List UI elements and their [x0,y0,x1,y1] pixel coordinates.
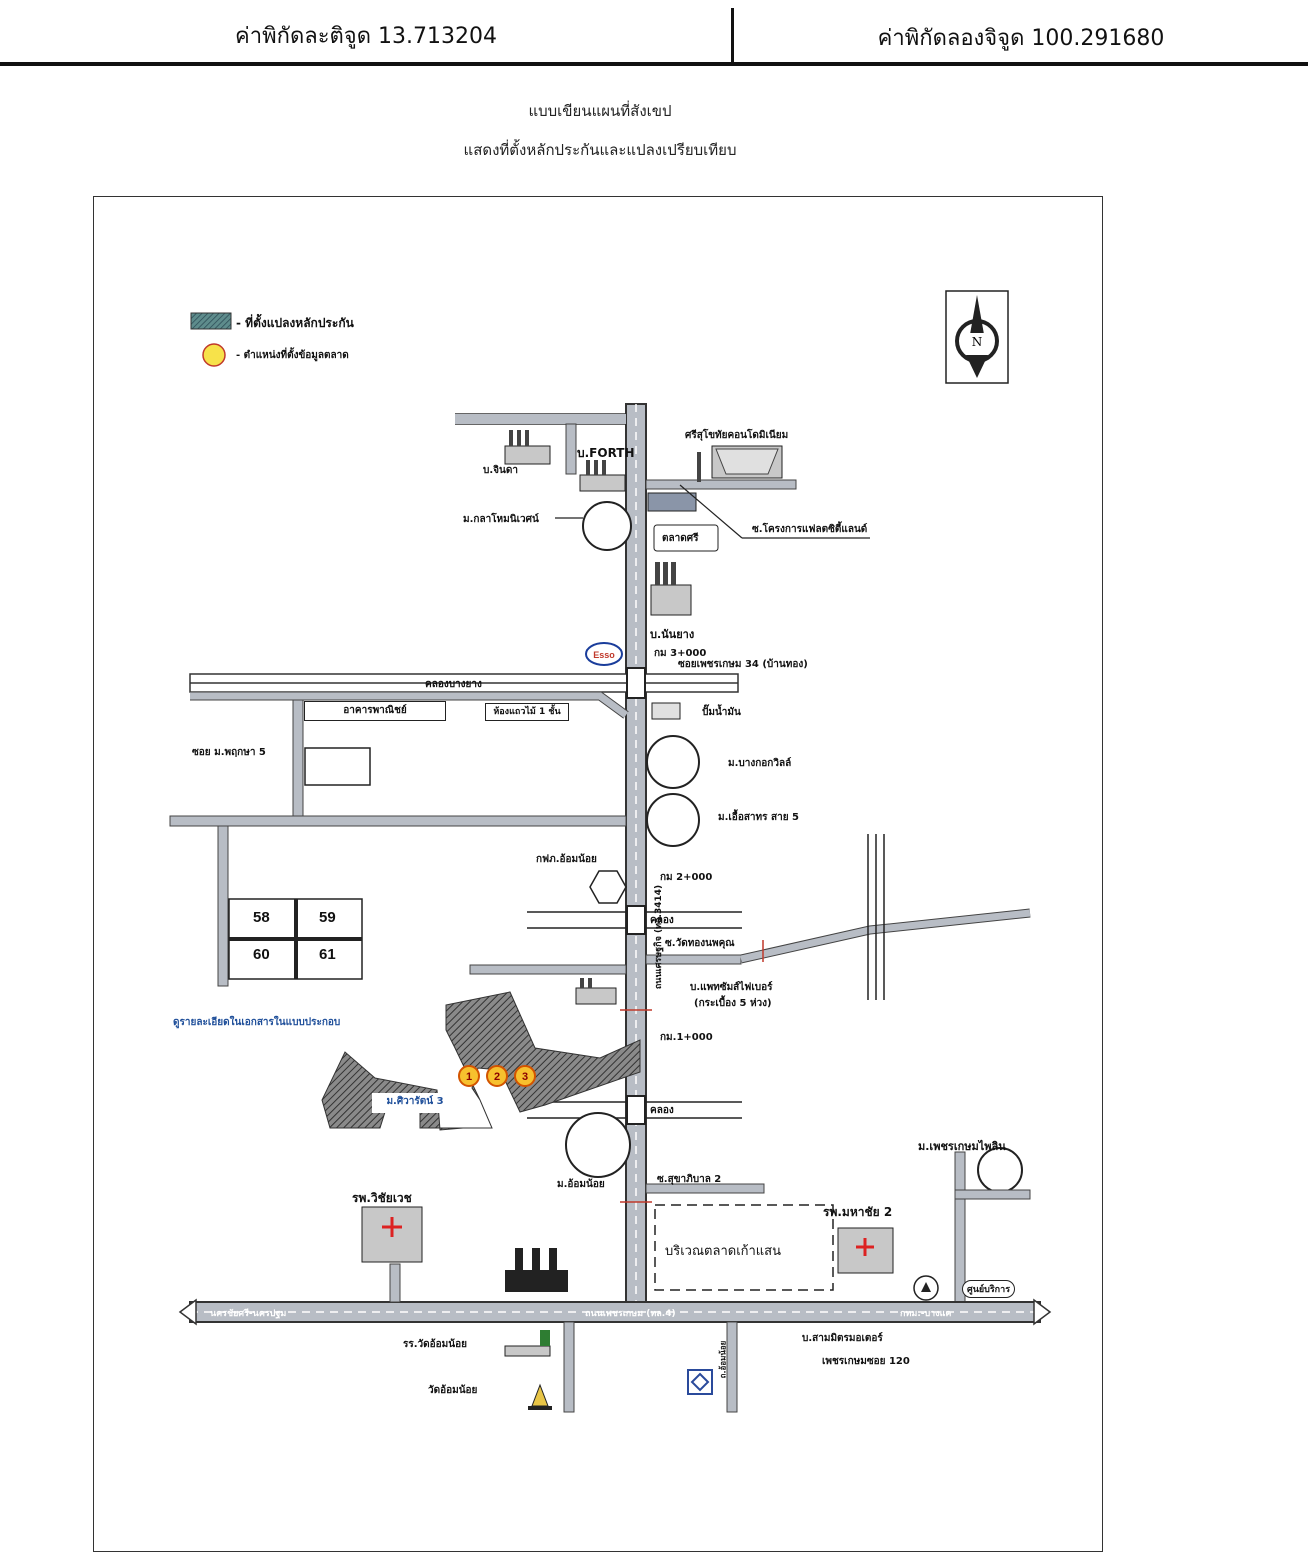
label-to-nakhon: นครชัยศรี-นครปฐม [210,1309,287,1319]
label-school: รร.วัดอ้อมน้อย [403,1339,467,1350]
label-m-omnoi: ม.อ้อมน้อย [557,1179,605,1190]
label-main-road: ถนนเศรษฐกิจ (ทล.3414) [654,884,664,990]
label-km1: กม.1+000 [660,1032,713,1043]
label-project-lane: ซ.โครงการแฟลตซิตี้แลนด์ [752,524,868,535]
label-canal-3: คลอง [650,1105,674,1116]
longitude-label: ค่าพิกัดลองจิจูด 100.291680 [877,26,1165,51]
header-rule [0,62,1308,66]
svg-text:1: 1 [466,1071,472,1083]
label-canal-bangyang: คลองบางยาง [425,679,482,690]
label-m-phetkasem: ม.เพชรเกษมไพลิน [918,1140,1006,1153]
coordinate-header: ค่าพิกัดละติจูด 13.713204 ค่าพิกัดลองจิจ… [0,0,1308,66]
legend-collateral-swatch [190,312,232,330]
label-shophouse: ห้องแถวไม้ 1 ชั้น [485,703,569,721]
label-note-detail: ดูรายละเอียดในเอกสารในแบบประกอบ [173,1017,341,1028]
label-b-sammit: บ.สามมิตรมอเตอร์ [802,1333,883,1344]
label-sri-sumet: ศรีสุโขทัยคอนโดมิเนียม [685,430,789,441]
label-m-bangkok-villa: ม.บางกอกวิลล์ [728,758,792,769]
svg-text:Esso: Esso [593,650,615,660]
header-divider [731,8,734,62]
label-phetkasem-road: ถนนเพชรเกษม (ทล.4) [585,1309,676,1319]
label-market-area: บริเวณตลาดเก้าแสน [665,1244,782,1259]
label-side-road: ถ.อ้อมน้อย [718,1340,728,1379]
label-to-bangkok: กทม.-บางแค [900,1309,952,1319]
comparable-60: 60 [253,946,270,963]
label-b-jinda: บ.จินดา [483,465,518,476]
label-soi-sukhaphiban: ซ.สุขาภิบาล 2 [657,1174,722,1185]
label-hosp-mahachai: รพ.มหาชัย 2 [823,1205,893,1219]
label-gas-station: กฟภ.อ้อมน้อย [536,854,597,865]
market-points: 1 2 3 [458,1065,536,1087]
label-m-kasem: ม.กลาโหมนิเวศน์ [463,514,539,525]
svg-text:2: 2 [494,1071,500,1083]
label-pump: ปั๊มน้ำมัน [702,707,741,718]
compass-icon: N [945,290,1009,384]
label-soi-34: ซอยเพชรเกษม 34 (บ้านทอง) [678,659,808,670]
label-b-factory: บ.แพทซัมส์ไฟเบอร์ [690,982,773,993]
label-m-chuenrat: ม.เอื้อสาทร สาย 5 [718,812,800,823]
comparable-61: 61 [319,946,336,963]
label-km2: กม 2+000 [660,872,713,883]
label-phetkasem-120: เพชรเกษมซอย 120 [822,1356,910,1367]
building-icons: Esso [361,430,939,1410]
label-soi-wat: ซ.วัดทองนพคุณ [665,938,735,949]
comparable-59: 59 [319,909,336,926]
label-m-siwarat: ม.ศิวารัตน์ 3 [372,1093,458,1113]
label-hosp-wichai: รพ.วิชัยเวช [352,1191,412,1205]
latitude-label: ค่าพิกัดละติจูด 13.713204 [235,24,497,49]
legend-market-label: - ตำแหน่งที่ตั้งข้อมูลตลาด [236,350,349,361]
label-b-forth: บ.FORTH [577,446,635,460]
label-km3: กม 3+000 [654,648,707,659]
label-soi-prueksa: ซอย ม.พฤกษา 5 [192,747,266,758]
map-frame [93,196,1103,1552]
label-service-center: ศูนย์บริการ [962,1280,1016,1298]
label-talad-sri: ตลาดศรี [662,533,699,544]
label-b-nanyang: บ.นันยาง [650,628,695,641]
collateral-parcel [321,991,641,1131]
map-title: แบบเขียนแผนที่สังเขป [528,102,672,120]
map-subtitle: แสดงที่ตั้งหลักประกันและแปลงเปรียบเทียบ [463,141,737,159]
svg-text:N: N [972,335,983,349]
label-canal-2: คลอง [650,915,674,926]
legend-market-swatch [202,343,226,367]
legend-collateral-label: - ที่ตั้งแปลงหลักประกัน [236,316,354,330]
label-b-factory-sub: (กระเบื้อง 5 ห่วง) [694,998,772,1009]
label-commercial-bldg: อาคารพาณิชย์ [304,701,446,721]
svg-text:3: 3 [522,1071,528,1083]
comparable-58: 58 [253,909,270,926]
label-temple: วัดอ้อมน้อย [428,1385,478,1396]
km-markers [620,940,764,1203]
